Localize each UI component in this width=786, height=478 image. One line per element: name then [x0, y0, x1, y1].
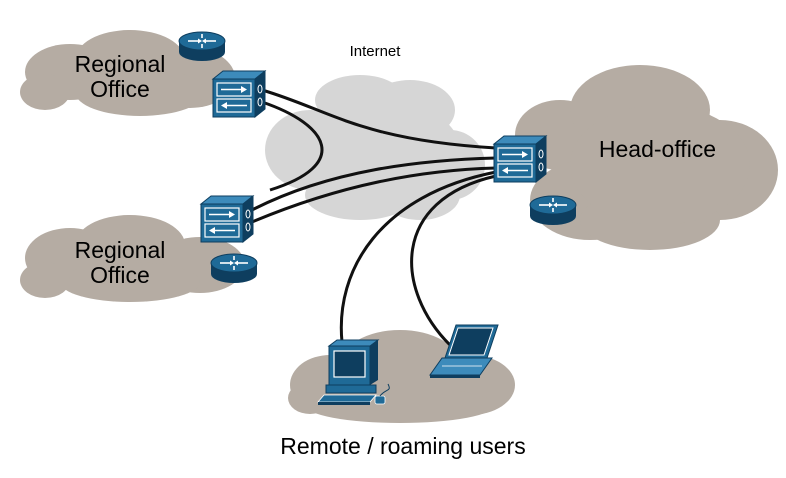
- firewall-icon: [212, 70, 266, 118]
- link-laptop-to-hq: [410, 174, 497, 347]
- internet-cloud: [265, 75, 485, 220]
- head-office-label: Head-office: [598, 136, 717, 162]
- link-regional-bottom-to-hq-b: [251, 166, 497, 224]
- router-icon: [529, 195, 577, 226]
- link-regional-bottom-to-hq-a: [251, 156, 497, 212]
- regional-office-bottom-label: Regional Office: [50, 237, 190, 289]
- firewall-icon: [493, 135, 547, 183]
- regional-office-top-line2: Office: [90, 76, 150, 103]
- regional-office-bottom-line1: Regional: [74, 237, 166, 263]
- network-links: [251, 88, 497, 347]
- router-icon: [210, 253, 258, 284]
- regional-office-top-line1: Regional: [74, 51, 166, 77]
- internet-label: Internet: [349, 43, 401, 60]
- firewall-icon: [200, 195, 254, 243]
- remote-users-label: Remote / roaming users: [280, 433, 526, 459]
- regional-office-top-cloud: [20, 30, 235, 116]
- laptop-icon: [429, 324, 499, 378]
- regional-office-top-label: Regional Office: [50, 51, 190, 103]
- link-regional-top-to-hq-b: [261, 100, 324, 192]
- link-regional-top-to-hq-a: [261, 88, 497, 150]
- regional-office-bottom-line2: Office: [90, 262, 150, 289]
- link-workstation-to-hq: [339, 170, 497, 343]
- regional-office-bottom-cloud: [20, 215, 245, 302]
- workstation-icon: [317, 339, 390, 405]
